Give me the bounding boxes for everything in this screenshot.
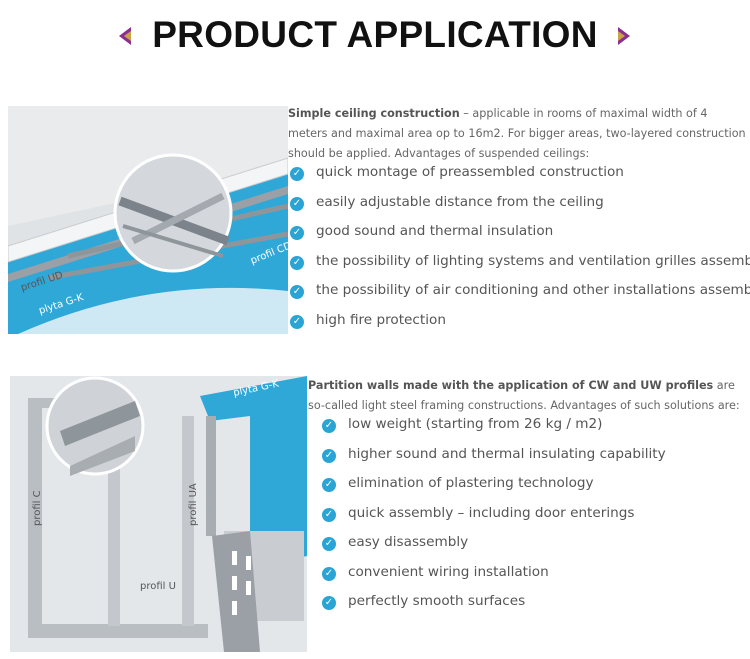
check-circle-icon: ✓ bbox=[290, 285, 304, 299]
list-item: ✓low weight (starting from 26 kg / m2) bbox=[308, 416, 748, 446]
list-item: ✓the possibility of air conditioning and… bbox=[288, 282, 750, 312]
list-item: ✓good sound and thermal insulation bbox=[288, 223, 748, 253]
check-circle-icon: ✓ bbox=[290, 314, 304, 329]
ceiling-construction-image: profil UD profil CD plyta G-K bbox=[8, 106, 288, 334]
page-title: PRODUCT APPLICATION bbox=[152, 14, 598, 55]
check-circle-icon: ✓ bbox=[290, 196, 304, 211]
check-circle-icon: ✓ bbox=[322, 566, 336, 581]
check-circle-icon: ✓ bbox=[290, 255, 304, 270]
check-circle-icon: ✓ bbox=[322, 448, 336, 463]
ceiling-advantages-list: ✓quick montage of preassembled construct… bbox=[288, 164, 750, 342]
profile-u-label: profil U bbox=[140, 581, 176, 592]
list-item: ✓high fire protection bbox=[288, 312, 748, 342]
page-header: PRODUCT APPLICATION bbox=[0, 0, 750, 78]
partition-intro: Partition walls made with the applicatio… bbox=[308, 376, 748, 416]
partition-intro-bold: Partition walls made with the applicatio… bbox=[308, 379, 714, 392]
check-circle-icon: ✓ bbox=[290, 167, 304, 181]
check-circle-icon: ✓ bbox=[322, 478, 336, 492]
check-circle-icon: ✓ bbox=[290, 226, 304, 240]
triangle-right-icon bbox=[618, 27, 630, 45]
check-circle-icon: ✓ bbox=[322, 507, 336, 522]
partition-wall-image: profil C profil U profil UA plyta G-K bbox=[10, 376, 307, 652]
ceiling-intro: Simple ceiling construction – applicable… bbox=[288, 104, 748, 164]
check-circle-icon: ✓ bbox=[322, 419, 336, 433]
list-item: ✓the possibility of lighting systems and… bbox=[288, 253, 750, 283]
partition-advantages-list: ✓low weight (starting from 26 kg / m2) ✓… bbox=[308, 416, 748, 623]
triangle-left-icon bbox=[119, 27, 131, 45]
profile-ua-label: profil UA bbox=[188, 483, 199, 526]
list-item: ✓easy disassembly bbox=[308, 534, 748, 564]
check-circle-icon: ✓ bbox=[322, 596, 336, 610]
ceiling-intro-text: – applicable in rooms of maximal width o… bbox=[288, 107, 746, 160]
list-item: ✓perfectly smooth surfaces bbox=[308, 593, 748, 623]
ceiling-section: profil UD profil CD plyta G-K Simple cei… bbox=[0, 98, 750, 348]
profile-c-label: profil C bbox=[32, 490, 43, 526]
list-item: ✓higher sound and thermal insulating cap… bbox=[308, 446, 748, 476]
list-item: ✓quick montage of preassembled construct… bbox=[288, 164, 748, 194]
check-circle-icon: ✓ bbox=[322, 537, 336, 551]
ceiling-description: Simple ceiling construction – applicable… bbox=[288, 104, 750, 342]
list-item: ✓convenient wiring installation bbox=[308, 564, 748, 594]
partition-section: profil C profil U profil UA plyta G-K Pa… bbox=[0, 372, 750, 659]
list-item: ✓quick assembly – including door enterin… bbox=[308, 505, 748, 535]
list-item: ✓easily adjustable distance from the cei… bbox=[288, 194, 748, 224]
list-item: ✓elimination of plastering technology bbox=[308, 475, 748, 505]
ceiling-intro-bold: Simple ceiling construction bbox=[288, 107, 460, 120]
partition-intro-text: are so-called light steel framing constr… bbox=[308, 379, 740, 412]
partition-description: Partition walls made with the applicatio… bbox=[308, 376, 748, 623]
